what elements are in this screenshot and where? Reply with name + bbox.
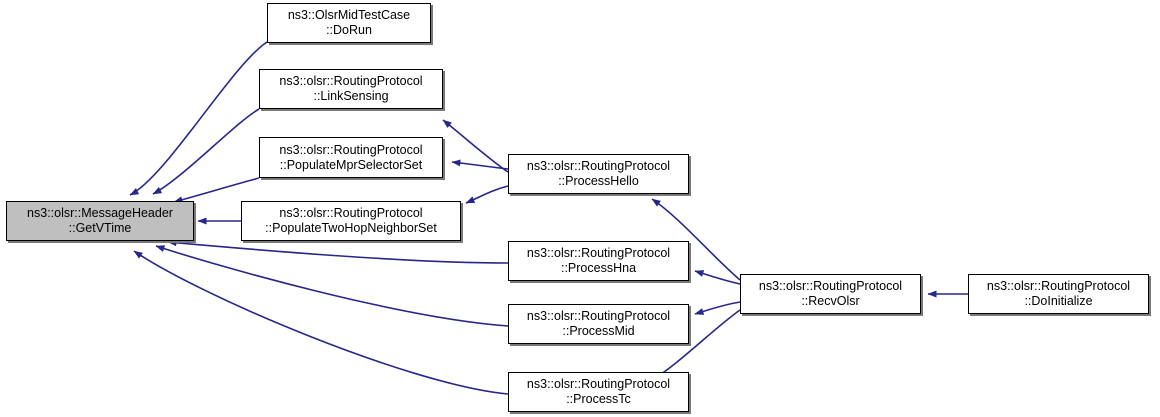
node-doinitialize[interactable]: ns3::olsr::RoutingProtocol::DoInitialize (968, 274, 1149, 314)
node-linksensing[interactable]: ns3::olsr::RoutingProtocol::LinkSensing (259, 69, 443, 109)
node-dorun[interactable]: ns3::OlsrMidTestCase::DoRun (267, 3, 431, 43)
edge-processtc-to-getvtime (133, 250, 509, 395)
edge-recvolsr-to-processhna (694, 270, 741, 285)
edge-processhello-to-populatetwohop (465, 185, 509, 204)
node-label-line2: ::LinkSensing (313, 89, 389, 103)
node-label-line2: ::GetVTime (68, 221, 132, 235)
edge-processmid-to-getvtime (155, 245, 509, 327)
node-populatetwohop[interactable]: ns3::olsr::RoutingProtocol::PopulateTwoH… (241, 201, 461, 241)
node-label-line1: ns3::olsr::RoutingProtocol (526, 309, 671, 323)
node-label-line2: ::DoRun (326, 23, 372, 37)
node-label-line1: ns3::olsr::RoutingProtocol (986, 279, 1131, 293)
edge-processhello-to-populatempr (451, 159, 509, 170)
node-label-line1: ns3::olsr::RoutingProtocol (526, 377, 671, 391)
edge-linksensing-to-getvtime (152, 108, 260, 195)
node-label-line2: ::RecvOlsr (801, 294, 860, 308)
node-processhello[interactable]: ns3::olsr::RoutingProtocol::ProcessHello (508, 154, 689, 194)
edge-recvolsr-to-processmid (694, 301, 741, 315)
node-processtc[interactable]: ns3::olsr::RoutingProtocol::ProcessTc (508, 372, 689, 412)
node-label-line1: ns3::olsr::RoutingProtocol (279, 142, 423, 157)
node-label-line1: ns3::olsr::RoutingProtocol (526, 159, 671, 173)
node-getvtime[interactable]: ns3::olsr::MessageHeader::GetVTime (6, 201, 194, 241)
edge-recvolsr-to-processhello (651, 198, 741, 281)
node-label-line1: ns3::olsr::RoutingProtocol (758, 279, 903, 293)
node-label-line2: ::DoInitialize (1024, 294, 1093, 308)
node-label-line2: ::PopulateTwoHopNeighborSet (265, 221, 437, 235)
edge-dorun-to-getvtime (129, 41, 268, 196)
node-label-line1: ns3::OlsrMidTestCase (287, 8, 411, 22)
node-populatempr[interactable]: ns3::olsr::RoutingProtocol::PopulateMprS… (259, 137, 443, 178)
edge-populatempr-to-getvtime (173, 177, 260, 204)
node-processmid[interactable]: ns3::olsr::RoutingProtocol::ProcessMid (508, 304, 689, 344)
node-label-line2: ::ProcessMid (562, 324, 635, 338)
node-label-line1: ns3::olsr::MessageHeader (27, 206, 173, 220)
node-label-line1: ns3::olsr::RoutingProtocol (279, 74, 423, 88)
node-label-line1: ns3::olsr::RoutingProtocol (279, 206, 423, 220)
node-label-line2: ::ProcessHello (558, 174, 639, 188)
node-recvolsr[interactable]: ns3::olsr::RoutingProtocol::RecvOlsr (740, 274, 921, 314)
node-label-line2: ::ProcessTc (566, 392, 631, 406)
node-label-line2: ::PopulateMprSelectorSet (279, 157, 423, 172)
edge-processhna-to-getvtime (167, 239, 509, 264)
node-label-line2: ::ProcessHna (560, 261, 637, 275)
node-label-line1: ns3::olsr::RoutingProtocol (526, 246, 671, 260)
node-processhna[interactable]: ns3::olsr::RoutingProtocol::ProcessHna (508, 241, 689, 281)
